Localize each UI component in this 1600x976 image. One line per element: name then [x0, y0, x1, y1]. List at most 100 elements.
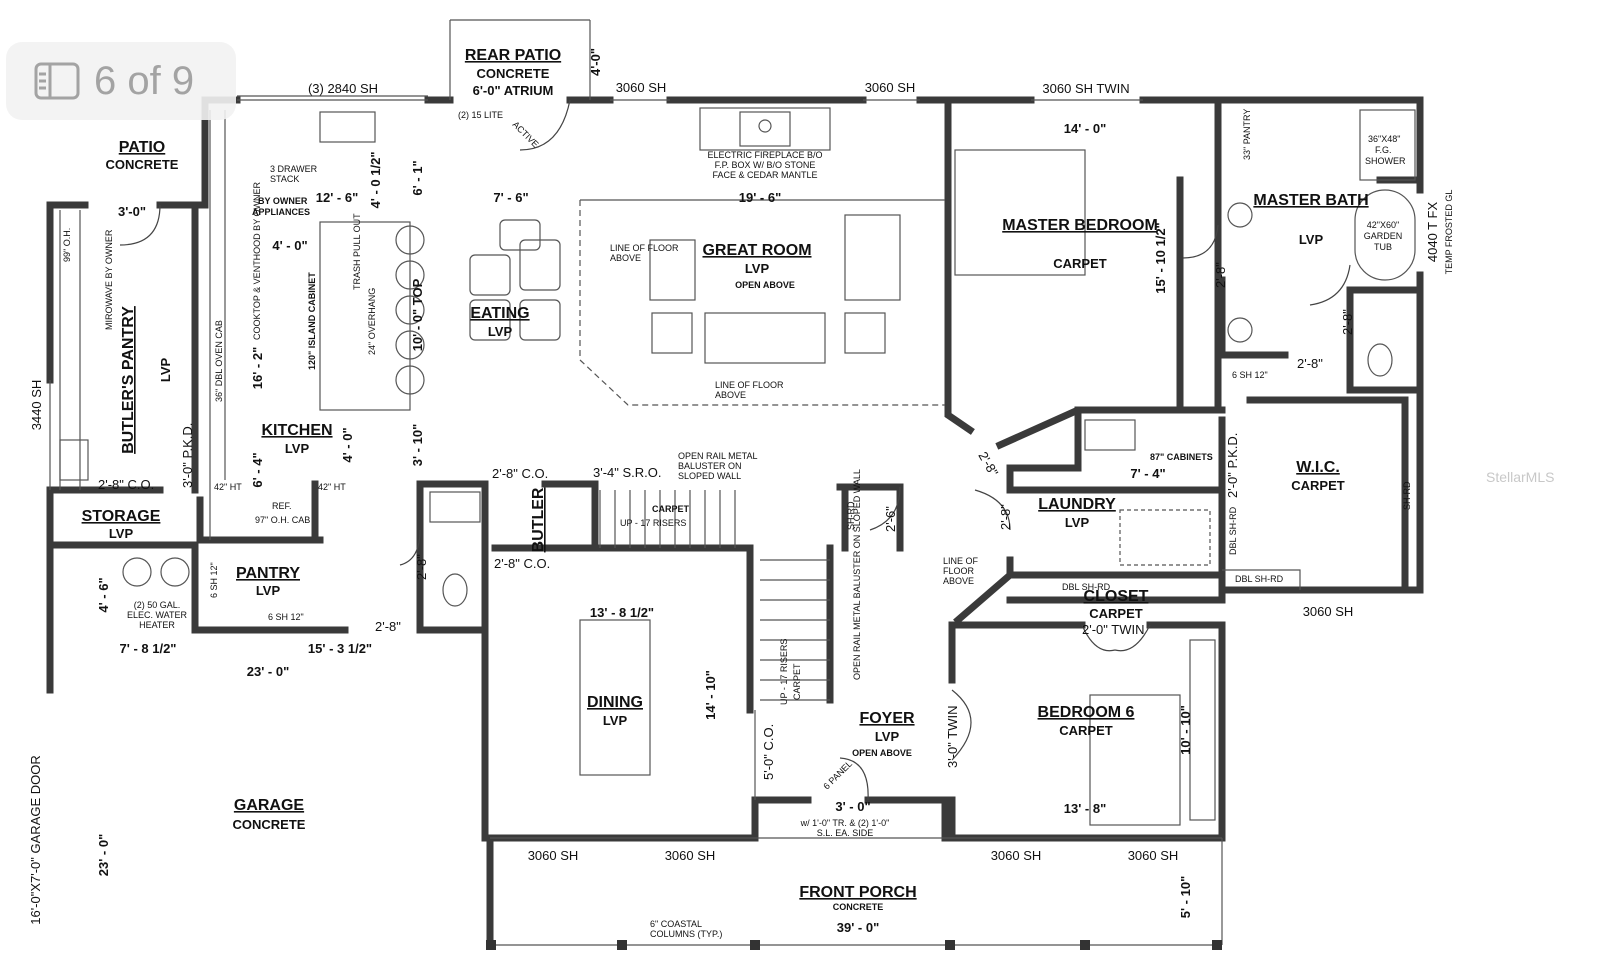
ht-42b: 42" HT	[318, 482, 346, 492]
twin-2-0: 2'-0" TWIN	[1082, 622, 1144, 637]
pantry-33: 33" PANTRY	[1242, 109, 1252, 160]
co-label-3: 2'-8" C.O.	[98, 477, 154, 492]
door-swings	[119, 99, 1351, 801]
dim-7-4: 7' - 4"	[1130, 466, 1165, 481]
dim-4-0-half: 4' - 0 1/2"	[368, 152, 383, 209]
laundry-label: LAUNDRY	[1038, 496, 1116, 513]
patio-material: CONCRETE	[106, 157, 179, 172]
dim-6-4: 6' - 4"	[250, 452, 265, 487]
tub-note-1: 42"X60"	[1367, 220, 1399, 230]
line-floor-note-1: LINE OF FLOOR	[610, 243, 679, 253]
co-label-1: 2'-8" C.O.	[492, 466, 548, 481]
line-floor-note-3b: FLOOR	[943, 566, 975, 576]
dim-10-top: 10' - 0" TOP	[410, 278, 425, 351]
dining-material: LVP	[603, 713, 628, 728]
oh-cab-note: 97" O.H. CAB	[255, 515, 310, 525]
dimensions: 14' - 0" 12' - 6" 7' - 6" 19' - 6" 4' - …	[96, 48, 1193, 935]
great-room-label: GREAT ROOM	[702, 242, 811, 259]
co-label-2: 2'-8" C.O.	[494, 556, 550, 571]
dim-7-8: 7' - 8 1/2"	[120, 641, 177, 656]
by-owner-note: BY OWNER	[258, 196, 308, 206]
front-porch-material: CONCRETE	[833, 902, 884, 912]
great-room-note: OPEN ABOVE	[735, 280, 795, 290]
storage-label: STORAGE	[82, 508, 161, 525]
open-rail-note-1c: SLOPED WALL	[678, 471, 741, 481]
island-note: 120" ISLAND CABINET	[307, 272, 317, 370]
dim-5-10: 5' - 10"	[1178, 876, 1193, 919]
shower-note-2: F.G.	[1375, 145, 1392, 155]
line-floor-note-2b: ABOVE	[715, 390, 746, 400]
window-3060-twin: 3060 SH TWIN	[1042, 81, 1129, 96]
master-bath-label: MASTER BATH	[1253, 192, 1368, 209]
master-bedroom-label: MASTER BEDROOM	[1002, 217, 1158, 234]
cooktop-note: COOKTOP & VENTHOOD BY OWNER	[252, 181, 262, 340]
line-floor-note-1b: ABOVE	[610, 253, 641, 263]
ht-42a: 42" HT	[214, 482, 242, 492]
sh-rd-2: SH-RD	[846, 501, 856, 530]
window-2840: (3) 2840 SH	[308, 81, 378, 96]
door-2-8b: 2'-8"	[1340, 309, 1355, 335]
dim-23-0: 23' - 0"	[247, 664, 290, 679]
co-label-5: 5'-0" C.O.	[761, 724, 776, 780]
fixtures	[59, 107, 1416, 826]
watermark: StellarMLS	[1486, 469, 1555, 485]
laundry-material: LVP	[1065, 515, 1090, 530]
dim-6-1: 6' - 1"	[410, 160, 425, 195]
window-3060-wic: 3060 SH	[1303, 604, 1354, 619]
dim-great-width: 19' - 6"	[739, 190, 782, 205]
image-counter[interactable]: 6 of 9	[6, 42, 236, 120]
window-3060-b2: 3060 SH	[665, 848, 716, 863]
rear-patio-label: REAR PATIO	[465, 47, 561, 64]
window-3060-b3: 3060 SH	[991, 848, 1042, 863]
dim-master-width: 14' - 0"	[1064, 121, 1107, 136]
shower-note-1: 36"X48"	[1368, 134, 1400, 144]
ref-note: REF.	[272, 501, 292, 511]
wic-material: CARPET	[1291, 478, 1345, 493]
water-heater-1: (2) 50 GAL.	[134, 600, 181, 610]
dim-dining-width: 13' - 8 1/2"	[590, 605, 654, 620]
master-bath-material: LVP	[1299, 232, 1324, 247]
trash-note: TRASH PULL OUT	[352, 213, 362, 290]
dim-39-0: 39' - 0"	[837, 920, 880, 935]
thin-lines	[49, 19, 1301, 946]
cabinets-87: 87" CABINETS	[1150, 452, 1213, 462]
foyer-note: OPEN ABOVE	[852, 748, 912, 758]
tub-note-3: TUB	[1374, 242, 1392, 252]
butler-label: BUTLER	[530, 487, 547, 552]
porch-columns	[486, 940, 1222, 950]
stairs-up-17v: UP - 17 RISERS	[779, 639, 789, 705]
dining-label: DINING	[587, 694, 643, 711]
dbl-sh-rd-1: DBL SH-RD	[1062, 582, 1111, 592]
kitchen-material: LVP	[285, 441, 310, 456]
butlers-pantry-label: BUTLER'S PANTRY	[120, 306, 137, 454]
eating-material: LVP	[488, 324, 513, 339]
sh-12c: 6 SH 12"	[1232, 370, 1268, 380]
pantry-label: PANTRY	[236, 565, 300, 582]
drawer-stack-2: STACK	[270, 174, 299, 184]
window-4040: 4040 T FX	[1425, 202, 1440, 263]
shower-note-3: SHOWER	[1365, 156, 1406, 166]
patio-label: PATIO	[119, 139, 166, 156]
door-2-6: 2'-6"	[883, 506, 898, 532]
bedroom6-material: CARPET	[1059, 723, 1113, 738]
water-heater-2: ELEC. WATER	[127, 610, 188, 620]
dim-10-10: 10' - 10"	[1178, 705, 1193, 755]
storage-material: LVP	[109, 526, 134, 541]
master-bedroom-material: CARPET	[1053, 256, 1107, 271]
appliances-note: APPLIANCES	[252, 207, 310, 217]
pkd-label-1: 3'-0" P.K.D.	[180, 423, 195, 488]
door-2-8f: 2'-8"	[414, 554, 429, 580]
coastal-note-1: 6" COASTAL	[650, 919, 702, 929]
atrium-lite: (2) 15 LITE	[458, 110, 503, 120]
annotation-notes: ELECTRIC FIREPLACE B/O F.P. BOX W/ B/O S…	[62, 109, 1412, 939]
foyer-label: FOYER	[859, 710, 915, 727]
garage-door-label: 16'-0"X7'-0" GARAGE DOOR	[28, 755, 43, 925]
dim-4-0b: 4' - 0"	[340, 427, 355, 462]
dim-4-0: 4' - 0"	[272, 238, 307, 253]
door-2-8e: 2'-8"	[975, 449, 1001, 479]
rear-patio-note: 6'-0" ATRIUM	[473, 83, 554, 98]
closet-label: CLOSET	[1084, 588, 1149, 605]
garage-material: CONCRETE	[233, 817, 306, 832]
closet-material: CARPET	[1089, 606, 1143, 621]
open-rail-note-2: OPEN RAIL METAL BALUSTER ON SLOPED WALL	[852, 469, 862, 680]
